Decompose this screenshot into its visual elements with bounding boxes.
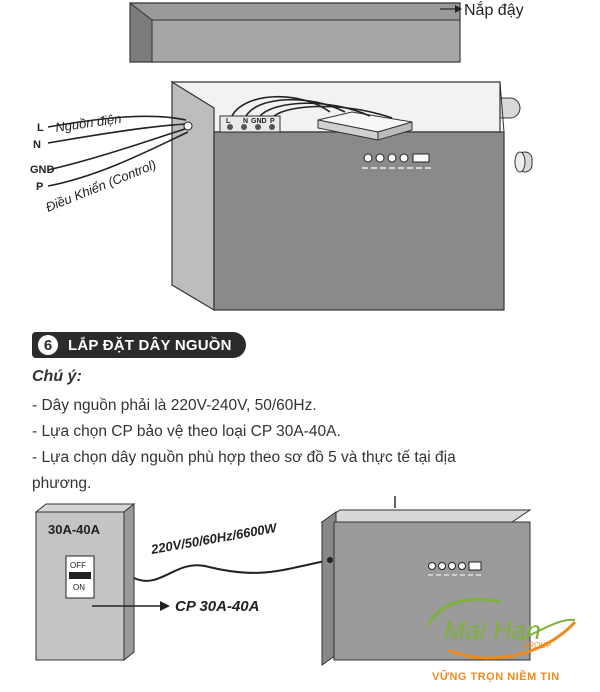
note-item: - Dây nguồn phải là 220V-240V, 50/60Hz. (32, 397, 317, 414)
logo-group: GROUP (522, 641, 551, 650)
cp-arrow (92, 601, 170, 611)
note-item: - Lựa chọn dây nguồn phù hợp theo sơ đồ … (32, 449, 456, 466)
box-left-side (171, 80, 215, 312)
switch-off-label: OFF (70, 561, 86, 570)
mai-han-logo (426, 597, 577, 660)
cable-spec: 220V/50/60Hz/6600W (149, 520, 280, 557)
cable-gland (183, 121, 193, 131)
breaker-wiring-diagram: 30A-40A OFF ON 220V/50/60Hz/6600W CP 30A… (34, 496, 577, 683)
logo-brand: Mai Han (444, 615, 541, 645)
lid (129, 1, 462, 63)
power-source-label: Nguồn điện (54, 111, 122, 135)
heater-installation-diagram: Nắp đậy L N GND P (30, 0, 533, 312)
terminal-label-p: P (270, 118, 275, 125)
breaker-rating: 30A-40A (48, 522, 101, 537)
terminal-block (219, 115, 281, 133)
section-header: 6 LẮP ĐẶT DÂY NGUỒN (32, 332, 246, 358)
terminal-label-l: L (226, 118, 231, 125)
note-item: phương. (32, 475, 92, 492)
lid-label: Nắp đậy (464, 0, 524, 19)
note-list: - Dây nguồn phải là 220V-240V, 50/60Hz. … (32, 393, 572, 497)
section-title: LẮP ĐẶT DÂY NGUỒN (68, 336, 232, 354)
wire-label-l: L (37, 122, 44, 134)
switch-on-label: ON (73, 583, 85, 592)
terminal-label-gnd: GND (251, 118, 267, 125)
wire-label-n: N (33, 139, 41, 151)
power-cable (133, 559, 331, 582)
section-number: 6 (38, 335, 58, 355)
wire-label-gnd: GND (30, 164, 55, 176)
wire-label-p: P (36, 181, 43, 193)
control-module (317, 111, 413, 141)
external-cables (47, 115, 189, 187)
note-item: - Lựa chọn CP bảo vệ theo loại CP 30A-40… (32, 423, 341, 440)
terminal-label-n: N (243, 118, 248, 125)
indicator-panel (362, 153, 432, 169)
control-label: Điều Khiển (Control) (44, 157, 159, 215)
logo-slogan: VỮNG TRỌN NIỀM TIN (432, 670, 560, 683)
heater-unit (320, 496, 532, 666)
note-label: Chú ý: (32, 368, 82, 385)
internal-wires (231, 95, 393, 119)
breaker-box (34, 502, 136, 662)
box-front (213, 131, 505, 311)
cp-label: CP 30A-40A (175, 598, 259, 615)
